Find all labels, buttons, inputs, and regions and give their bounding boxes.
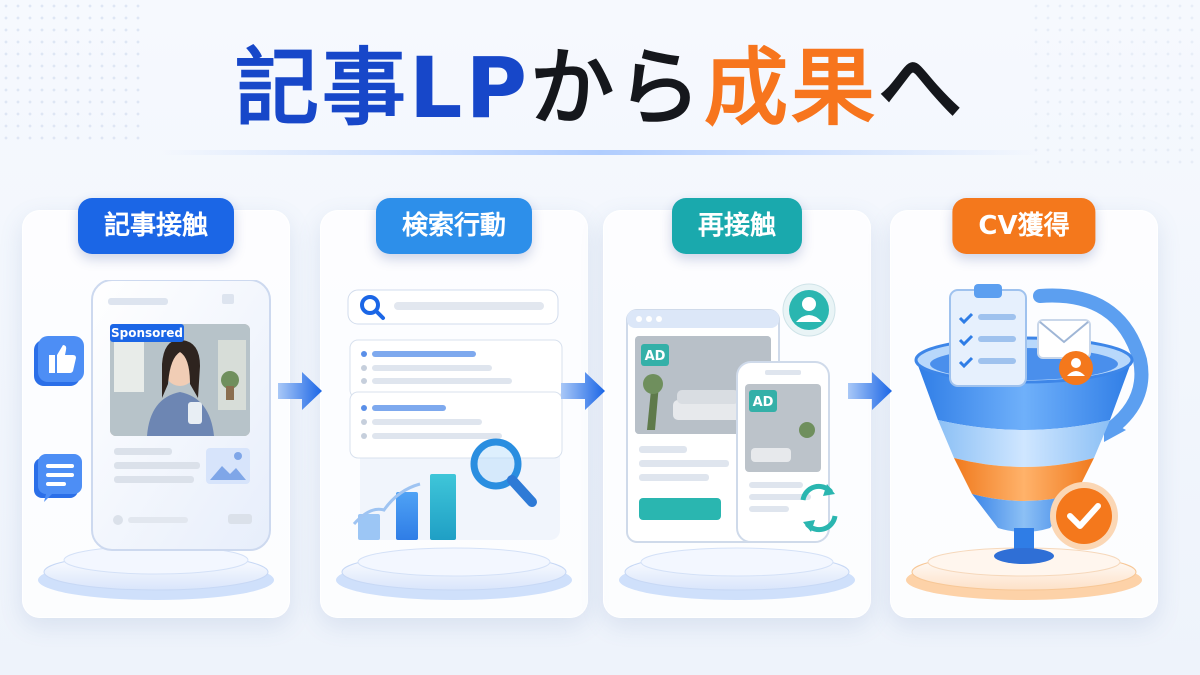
arrow-right-icon bbox=[278, 372, 322, 410]
step-card-article-contact: 記事接触 Sponsored bbox=[22, 198, 290, 618]
title-underline bbox=[160, 150, 1040, 155]
step-card-retargeting: 再接触 AD bbox=[603, 198, 871, 618]
step-badge-4: CV獲得 bbox=[952, 198, 1096, 254]
arrow-right-icon bbox=[848, 372, 892, 410]
background-dots-right bbox=[1030, 0, 1200, 170]
main-title: 記事LPから成果へ bbox=[0, 38, 1200, 138]
retargeting-ad-icon: AD AD bbox=[603, 280, 871, 610]
ad-label-phone: AD bbox=[753, 395, 774, 410]
title-part-3: 成果 bbox=[704, 39, 879, 137]
background-dots bbox=[0, 0, 140, 140]
step-card-conversion: CV獲得 bbox=[890, 198, 1158, 618]
step-badge-3: 再接触 bbox=[671, 198, 803, 254]
sponsored-label: Sponsored bbox=[111, 326, 183, 340]
step-badge-2: 検索行動 bbox=[375, 198, 533, 254]
conversion-funnel-icon bbox=[890, 280, 1158, 610]
step-badge-1: 記事接触 bbox=[77, 198, 235, 254]
arrow-right-icon bbox=[561, 372, 605, 410]
title-part-1: 記事LP bbox=[234, 39, 531, 137]
search-results-icon bbox=[320, 280, 588, 610]
smartphone-article-icon: Sponsored bbox=[22, 280, 290, 610]
step-card-search-action: 検索行動 bbox=[320, 198, 588, 618]
ad-label-browser: AD bbox=[645, 349, 666, 364]
title-part-4: へ bbox=[878, 39, 966, 137]
title-part-2: から bbox=[530, 39, 705, 137]
